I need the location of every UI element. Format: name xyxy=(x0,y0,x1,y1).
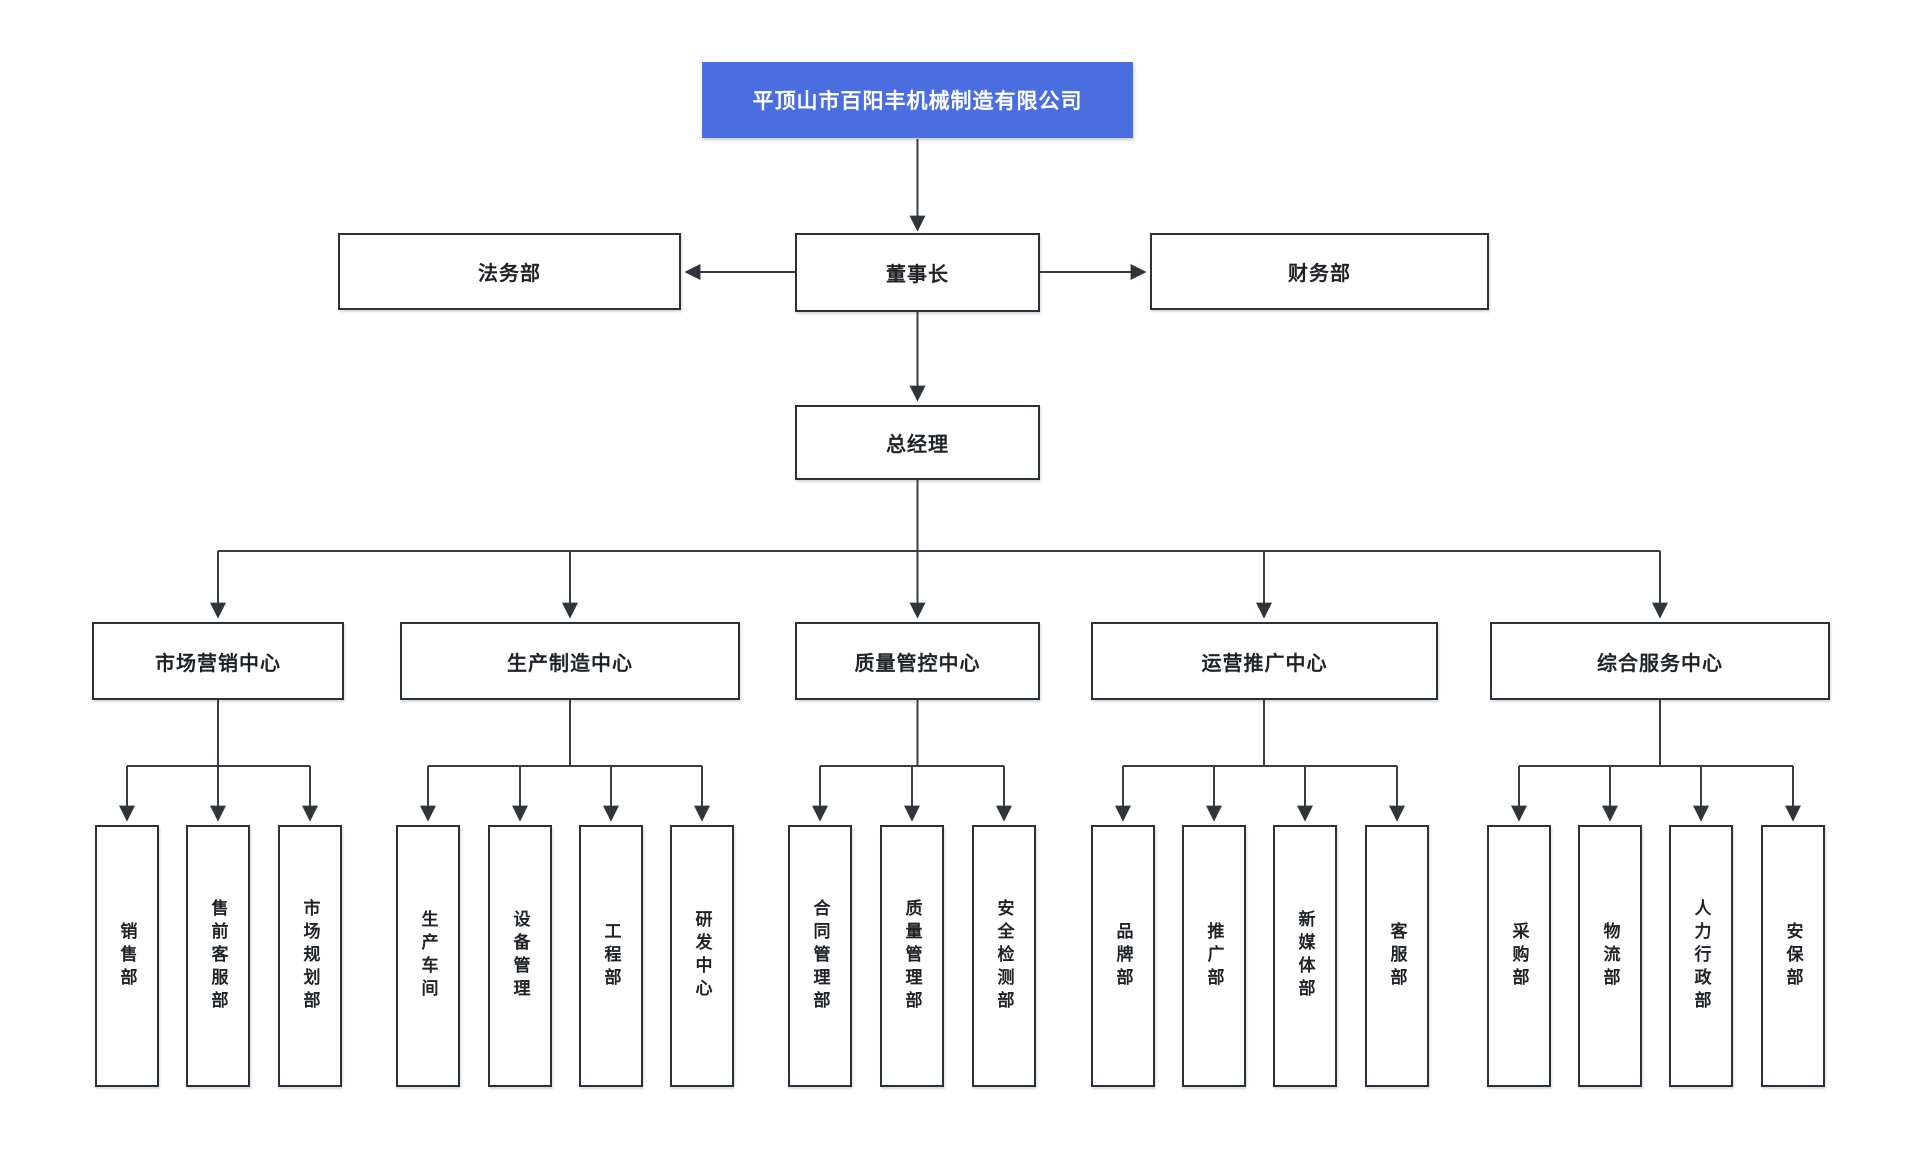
org-node-label: 生产车间 xyxy=(418,910,438,1002)
org-node-marketing-center: 市场营销中心 xyxy=(92,622,344,700)
org-node-gm-label: 总经理 xyxy=(886,434,949,456)
org-node-label: 市场规划部 xyxy=(300,898,320,1014)
org-node-quality-center: 质量管控中心 xyxy=(795,622,1040,700)
connector-group-production xyxy=(420,700,710,822)
connector-group-centers xyxy=(210,480,1668,619)
org-node-label: 设备管理 xyxy=(510,910,530,1002)
org-node-label: 品牌部 xyxy=(1113,921,1133,991)
org-node-promotion-dept: 推广部 xyxy=(1182,825,1246,1087)
org-node-legal-dept: 法务部 xyxy=(338,233,681,310)
connector-group-operations xyxy=(1115,700,1405,822)
org-node-services-center: 综合服务中心 xyxy=(1490,622,1830,700)
org-node-security-dept: 安保部 xyxy=(1761,825,1825,1087)
org-node-sales-dept: 销售部 xyxy=(95,825,159,1087)
org-node-label: 综合服务中心 xyxy=(1597,652,1723,675)
connector-group-marketing xyxy=(119,700,318,822)
org-node-label: 推广部 xyxy=(1204,921,1224,991)
org-node-label: 安全检测部 xyxy=(994,898,1014,1014)
org-node-label: 新媒体部 xyxy=(1295,910,1315,1002)
org-node-label: 人力行政部 xyxy=(1691,898,1711,1014)
connector-group-quality xyxy=(812,700,1012,822)
org-node-company: 平顶山市百阳丰机械制造有限公司 xyxy=(702,62,1133,138)
org-node-company-label: 平顶山市百阳丰机械制造有限公司 xyxy=(752,90,1083,113)
org-node-engineering-dept: 工程部 xyxy=(579,825,643,1087)
org-node-production-center: 生产制造中心 xyxy=(400,622,740,700)
org-node-label: 质量管理部 xyxy=(902,898,922,1014)
org-node-operations-center: 运营推广中心 xyxy=(1091,622,1438,700)
connector-group-services xyxy=(1511,700,1801,822)
org-node-chairman-label: 董事长 xyxy=(886,264,949,286)
org-node-label: 安保部 xyxy=(1783,921,1803,991)
org-node-chairman: 董事长 xyxy=(795,233,1040,312)
org-node-label: 采购部 xyxy=(1509,921,1529,991)
org-node-quality-management-dept: 质量管理部 xyxy=(880,825,944,1087)
org-node-legal-label: 法务部 xyxy=(478,263,541,285)
org-node-label: 市场营销中心 xyxy=(155,652,281,675)
org-node-label: 合同管理部 xyxy=(810,898,830,1014)
org-node-presales-service-dept: 售前客服部 xyxy=(186,825,250,1087)
org-node-general-manager: 总经理 xyxy=(795,405,1040,480)
org-node-hr-admin-dept: 人力行政部 xyxy=(1669,825,1733,1087)
org-node-customer-service-dept: 客服部 xyxy=(1365,825,1429,1087)
org-node-logistics-dept: 物流部 xyxy=(1578,825,1642,1087)
org-node-label: 销售部 xyxy=(117,921,137,991)
org-node-label: 质量管控中心 xyxy=(854,652,981,675)
org-node-production-workshop: 生产车间 xyxy=(396,825,460,1087)
org-node-finance-label: 财务部 xyxy=(1288,263,1351,285)
org-node-label: 运营推广中心 xyxy=(1201,652,1328,675)
org-node-label: 研发中心 xyxy=(692,910,712,1002)
org-node-safety-inspection-dept: 安全检测部 xyxy=(972,825,1036,1087)
org-node-brand-dept: 品牌部 xyxy=(1091,825,1155,1087)
org-node-market-planning-dept: 市场规划部 xyxy=(278,825,342,1087)
org-node-contract-management-dept: 合同管理部 xyxy=(788,825,852,1087)
org-node-label: 生产制造中心 xyxy=(507,652,633,675)
org-node-finance-dept: 财务部 xyxy=(1150,233,1489,310)
org-node-rd-center: 研发中心 xyxy=(670,825,734,1087)
org-node-label: 售前客服部 xyxy=(208,898,228,1014)
org-node-new-media-dept: 新媒体部 xyxy=(1273,825,1337,1087)
org-node-equipment-management: 设备管理 xyxy=(488,825,552,1087)
org-node-label: 物流部 xyxy=(1600,921,1620,991)
org-node-label: 工程部 xyxy=(601,921,621,991)
org-node-label: 客服部 xyxy=(1387,921,1407,991)
org-node-purchasing-dept: 采购部 xyxy=(1487,825,1551,1087)
